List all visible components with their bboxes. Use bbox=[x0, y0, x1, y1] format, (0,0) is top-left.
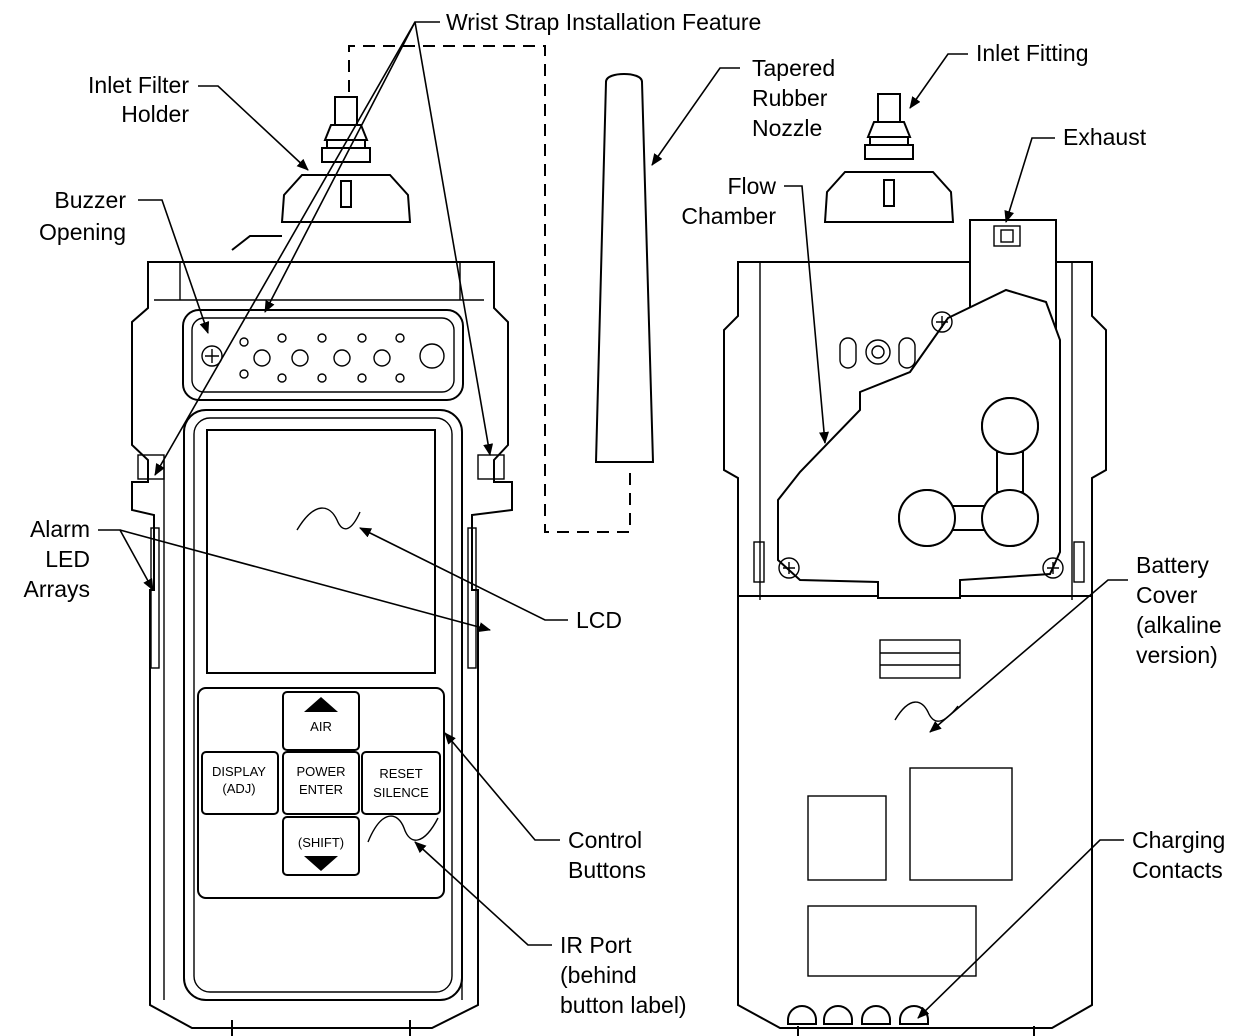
callout-labels: Wrist Strap Installation Feature Inlet F… bbox=[24, 9, 1226, 1018]
lcd-screen bbox=[206, 429, 436, 674]
label-nozzle-line2: Rubber bbox=[752, 85, 828, 111]
label-battery-line3: (alkaline bbox=[1136, 612, 1222, 638]
buzzer-plate bbox=[182, 309, 464, 401]
label-buzzer-line1: Buzzer bbox=[54, 187, 126, 213]
shift-button[interactable] bbox=[282, 816, 360, 876]
wrist-strap-path bbox=[348, 45, 631, 533]
label-buzzer-line2: Opening bbox=[39, 219, 126, 245]
air-label: AIR bbox=[310, 719, 332, 734]
label-charging-line1: Charging bbox=[1132, 827, 1225, 853]
alarm-led-left bbox=[150, 527, 160, 669]
label-alarm-line1: Alarm bbox=[30, 516, 90, 542]
label-exhaust: Exhaust bbox=[1063, 124, 1147, 150]
front-view bbox=[131, 96, 513, 1036]
display-label-line2: (ADJ) bbox=[222, 781, 255, 796]
label-nozzle-line3: Nozzle bbox=[752, 115, 822, 141]
back-housing bbox=[723, 261, 1107, 1029]
label-ir-line1: IR Port bbox=[560, 932, 632, 958]
label-control-line1: Control bbox=[568, 827, 642, 853]
inlet-fitting-part bbox=[823, 93, 955, 223]
label-ir-line3: button label) bbox=[560, 992, 687, 1018]
display-label-line1: DISPLAY bbox=[212, 764, 266, 779]
label-battery-line2: Cover bbox=[1136, 582, 1198, 608]
label-alarm-line3: Arrays bbox=[24, 576, 90, 602]
label-control-line2: Buttons bbox=[568, 857, 646, 883]
reset-button[interactable] bbox=[361, 751, 441, 815]
inlet-filter-holder bbox=[231, 96, 412, 251]
label-inlet-fitting: Inlet Fitting bbox=[976, 40, 1089, 66]
power-button[interactable] bbox=[282, 751, 360, 815]
reset-label-line1: RESET bbox=[379, 766, 422, 781]
leader-lines bbox=[98, 21, 1128, 1019]
label-battery-line4: version) bbox=[1136, 642, 1218, 668]
label-inlet-filter-line1: Inlet Filter bbox=[88, 72, 189, 98]
shift-label: (SHIFT) bbox=[298, 835, 344, 850]
alarm-led-right bbox=[467, 527, 477, 669]
label-charging-line2: Contacts bbox=[1132, 857, 1223, 883]
display-button[interactable] bbox=[201, 751, 279, 815]
back-view bbox=[723, 93, 1107, 1036]
reset-label-line2: SILENCE bbox=[373, 785, 429, 800]
label-ir-line2: (behind bbox=[560, 962, 637, 988]
front-top-housing bbox=[131, 261, 513, 1029]
air-button[interactable] bbox=[282, 691, 360, 751]
power-label-line2: ENTER bbox=[299, 782, 343, 797]
label-flow-line1: Flow bbox=[727, 173, 776, 199]
label-battery-line1: Battery bbox=[1136, 552, 1209, 578]
power-label-line1: POWER bbox=[296, 764, 345, 779]
label-lcd: LCD bbox=[576, 607, 622, 633]
charging-contacts bbox=[787, 1005, 929, 1025]
label-wrist-strap: Wrist Strap Installation Feature bbox=[446, 9, 761, 35]
label-nozzle-line1: Tapered bbox=[752, 55, 835, 81]
button-text: AIR DISPLAY (ADJ) POWER ENTER RESET SILE… bbox=[212, 719, 429, 850]
label-inlet-filter-line2: Holder bbox=[121, 101, 189, 127]
label-flow-line2: Chamber bbox=[681, 203, 776, 229]
label-alarm-line2: LED bbox=[45, 546, 90, 572]
tapered-rubber-nozzle bbox=[594, 72, 655, 463]
